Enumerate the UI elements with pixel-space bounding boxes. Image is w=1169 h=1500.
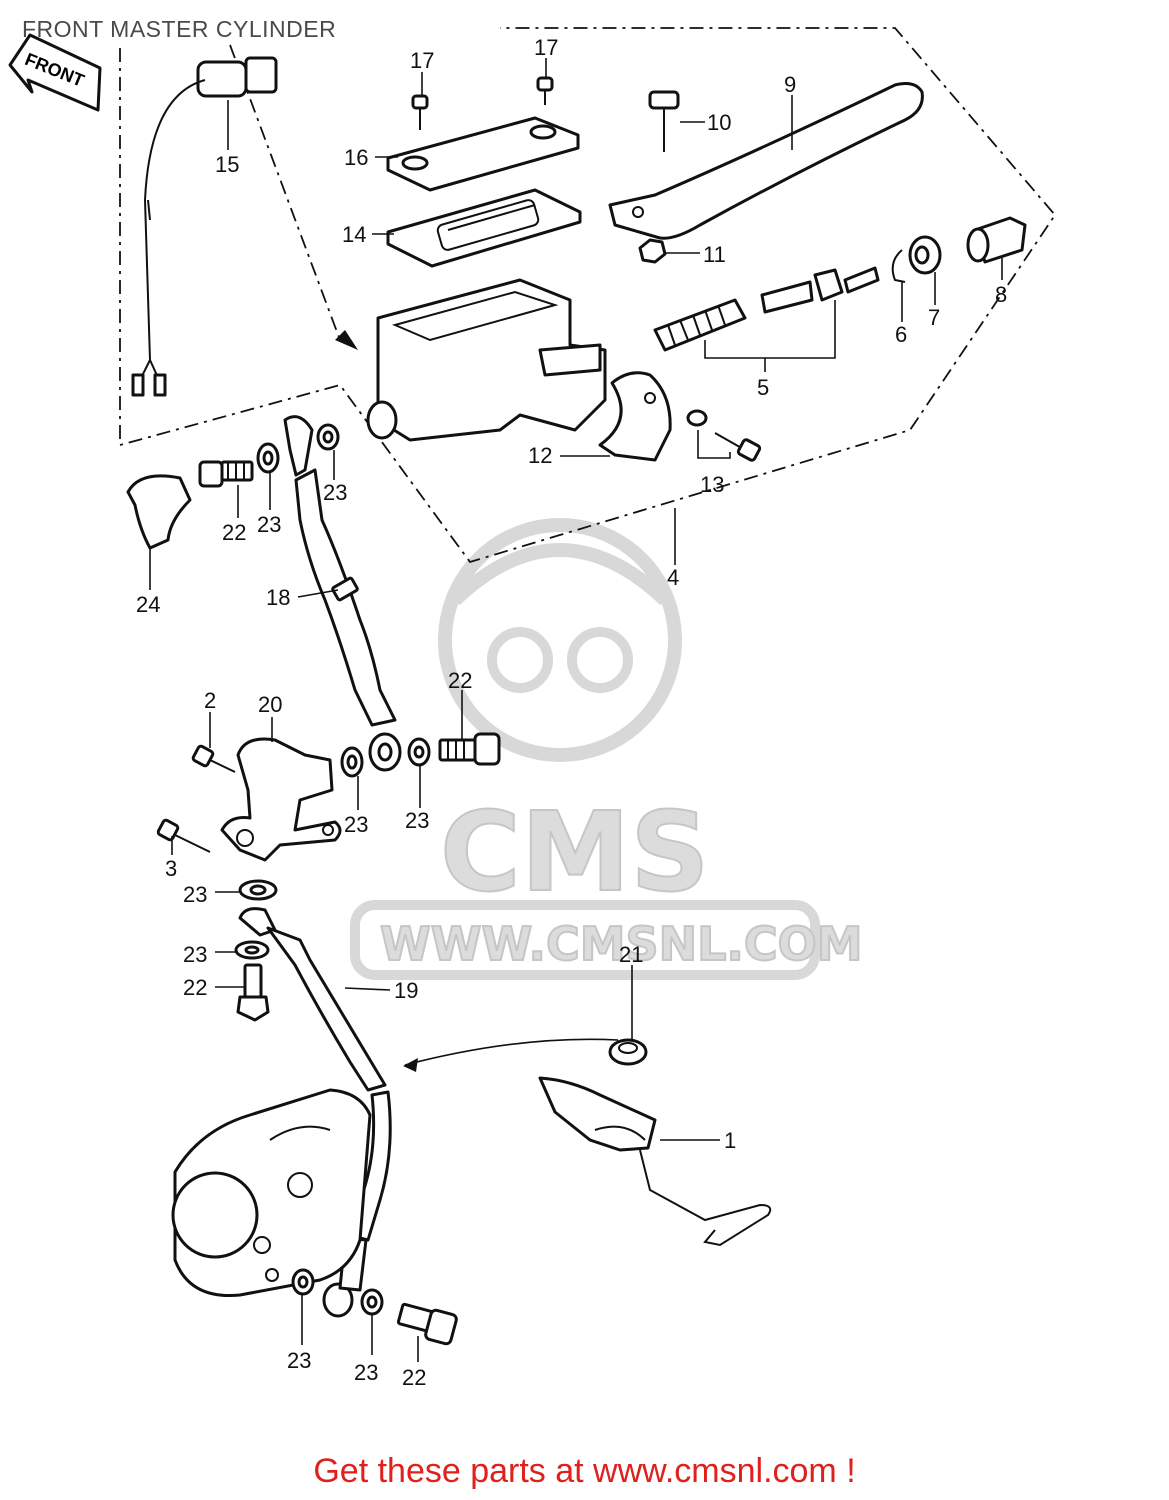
- callout-20: 20: [258, 692, 282, 717]
- callout-14: 14: [342, 222, 366, 247]
- dust-boot: [966, 216, 1027, 264]
- piston: [760, 266, 880, 314]
- brake-caliper: [171, 1088, 372, 1298]
- callout-17-right: 17: [534, 35, 558, 60]
- callout-11: 11: [703, 242, 726, 267]
- callout-23-joint-a: 23: [183, 882, 207, 907]
- callout-9: 9: [784, 72, 796, 97]
- banjo-cap: [126, 474, 192, 550]
- callout-22-middle: 22: [448, 668, 472, 693]
- sealing-washer-caliper-b: [360, 1288, 384, 1316]
- watermark-url: WWW.CMSNL.COM: [380, 917, 863, 971]
- banjo-bolt-joint: [236, 963, 270, 1022]
- callout-1: 1: [724, 1128, 736, 1153]
- clamp-bolt-bracket: [697, 430, 731, 459]
- front-arrow-icon: FRONT: [8, 33, 102, 112]
- diagram-title: FRONT MASTER CYLINDER: [22, 16, 337, 42]
- promo-link[interactable]: Get these parts at www.cmsnl.com !: [313, 1452, 856, 1490]
- hose-joint: [220, 737, 342, 862]
- callout-16: 16: [344, 145, 368, 170]
- banjo-bolt-caliper: [396, 1302, 458, 1346]
- brake-light-switch: [131, 56, 278, 397]
- sealing-washer-caliper-a: [291, 1268, 315, 1296]
- cover-screw-left: [411, 94, 429, 130]
- parts-diagram: CMS WWW.CMSNL.COM FRONT: [8, 27, 1057, 1390]
- master-cylinder-body: [366, 278, 607, 442]
- joint-bolt-upper: [191, 744, 236, 773]
- circlip: [891, 249, 906, 283]
- callout-23-top-left: 23: [257, 512, 281, 537]
- watermark-logo: CMS: [440, 788, 709, 916]
- handlebar-clamp: [598, 371, 672, 462]
- callout-8: 8: [995, 282, 1007, 307]
- piston-assembly-bracket: [704, 300, 836, 359]
- sealing-washer-middle-b: [407, 737, 431, 767]
- sealing-washer-joint-b: [234, 940, 270, 960]
- callout-4: 4: [667, 565, 679, 590]
- callout-leaders: [149, 58, 1003, 1362]
- pivot-nut: [638, 238, 667, 264]
- joint-bolt-lower: [156, 818, 211, 853]
- grommet: [608, 1038, 648, 1066]
- callout-6: 6: [895, 322, 907, 347]
- callout-7: 7: [928, 305, 940, 330]
- banjo-bolt-middle: [438, 732, 501, 766]
- callout-24: 24: [136, 592, 160, 617]
- watermark: CMS WWW.CMSNL.COM: [350, 518, 864, 980]
- callout-23-caliper-a: 23: [287, 1348, 311, 1373]
- callout-2: 2: [204, 688, 216, 713]
- callout-22-top: 22: [222, 520, 246, 545]
- callout-10: 10: [707, 110, 731, 135]
- reservoir-cover: [386, 116, 580, 192]
- callout-22-joint: 22: [183, 975, 207, 1000]
- callout-19: 19: [394, 978, 418, 1003]
- brake-lever: [608, 82, 924, 240]
- sealing-washer-middle-a: [340, 746, 364, 778]
- assembly-boundary: [119, 27, 1057, 564]
- piston-spring: [653, 298, 747, 352]
- cover-screw-right: [536, 76, 554, 105]
- callout-5: 5: [757, 375, 769, 400]
- piston-stopper: [908, 235, 942, 275]
- callout-3: 3: [165, 856, 177, 881]
- hose-guide-bracket: [538, 1076, 772, 1247]
- clamp-bolt: [686, 409, 762, 462]
- callout-23-middle-left: 23: [344, 812, 368, 837]
- callout-12: 12: [528, 443, 552, 468]
- callout-labels: 17 17 16 14 15 10 9 11 6 7 8 5 12 13 4 2…: [136, 35, 1007, 1390]
- callout-17-left: 17: [410, 48, 434, 73]
- callout-23-middle-right: 23: [405, 808, 429, 833]
- callout-23-joint-b: 23: [183, 942, 207, 967]
- sealing-washer-upper-a: [256, 442, 280, 474]
- sealing-washer-joint-a: [238, 879, 278, 901]
- sealing-washer-upper-b: [316, 423, 340, 451]
- diaphragm-plate: [386, 188, 582, 268]
- callout-15: 15: [215, 152, 239, 177]
- callout-18: 18: [266, 585, 290, 610]
- grommet-arrow: [404, 1038, 619, 1066]
- upper-brake-hose: [283, 415, 402, 772]
- callout-22-caliper: 22: [402, 1365, 426, 1390]
- callout-21: 21: [619, 942, 643, 967]
- callout-23-top-right: 23: [323, 480, 347, 505]
- banjo-bolt-upper: [198, 460, 254, 488]
- callout-23-caliper-b: 23: [354, 1360, 378, 1385]
- callout-13: 13: [700, 472, 724, 497]
- pivot-bolt: [648, 90, 680, 152]
